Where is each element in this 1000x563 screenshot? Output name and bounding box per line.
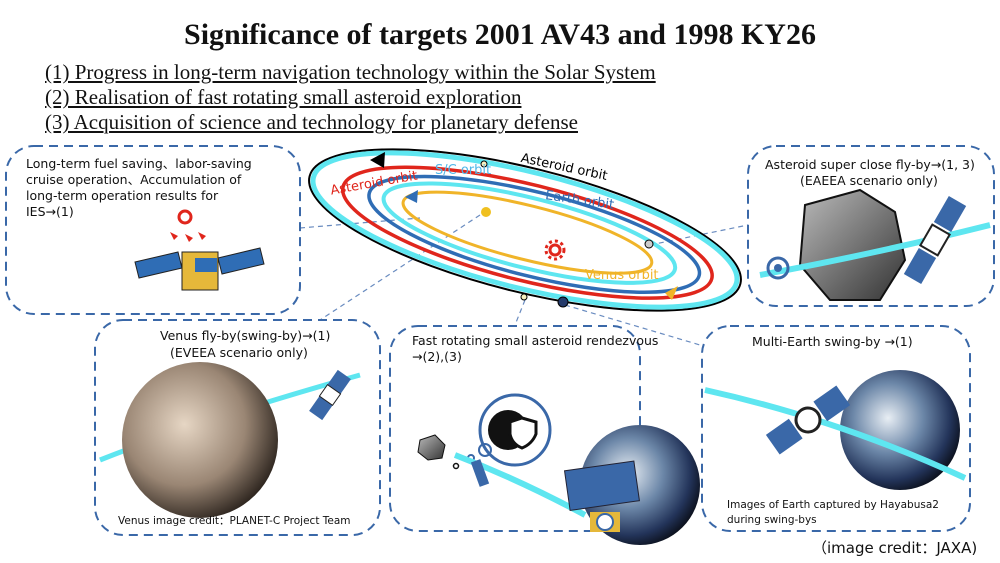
venus-marker bbox=[481, 207, 491, 217]
goal-1: (1) Progress in long-term navigation tec… bbox=[45, 60, 656, 84]
asteroid-marker bbox=[520, 293, 528, 301]
rendezvous-text-1: Fast rotating small asteroid rendezvous bbox=[412, 333, 659, 348]
earth-swingby-box bbox=[701, 325, 971, 532]
venus-image bbox=[122, 362, 278, 518]
earth-marker bbox=[557, 296, 569, 308]
flyby-box bbox=[747, 145, 995, 307]
asteroid-image bbox=[798, 188, 907, 301]
target-icon bbox=[766, 256, 790, 280]
spacecraft-icon bbox=[134, 209, 265, 291]
label-sc-orbit: S/C orbit bbox=[435, 163, 492, 178]
rendezvous-box bbox=[389, 325, 641, 532]
goal-3: (3) Acquisition of science and technolog… bbox=[45, 110, 578, 134]
orbit-diagram bbox=[308, 148, 742, 312]
orbit-arrow-icon bbox=[405, 190, 418, 203]
venus-text-1: Venus fly-by(swing-by)→(1) bbox=[160, 328, 331, 343]
earth-image bbox=[840, 370, 960, 490]
venus-orbit bbox=[401, 190, 654, 275]
slide-title: Significance of targets 2001 AV43 and 19… bbox=[184, 18, 816, 51]
venus-credit: Venus image credit：PLANET-C Project Team bbox=[118, 515, 351, 527]
cruise-text: Long-term fuel saving、labor-saving cruis… bbox=[26, 156, 252, 219]
flyby-text-1: Asteroid super close fly-by→(1, 3) bbox=[765, 157, 975, 172]
spacecraft-icon bbox=[309, 369, 351, 421]
asteroid-marker bbox=[644, 239, 654, 249]
asteroid-orbit-inner bbox=[340, 165, 714, 300]
venus-box bbox=[94, 319, 381, 536]
earth-caption-1: Images of Earth captured by Hayabusa2 bbox=[727, 499, 939, 511]
orbit-arrow-icon bbox=[665, 286, 678, 300]
earth-swingby-text: Multi-Earth swing-by →(1) bbox=[752, 334, 913, 349]
earth-caption-2: during swing-bys bbox=[727, 514, 817, 526]
spacecraft-icon bbox=[903, 196, 967, 284]
label-venus-orbit: Venus orbit bbox=[585, 268, 659, 283]
sun-icon bbox=[544, 239, 566, 261]
spacecraft-panel bbox=[563, 460, 640, 511]
rendezvous-text-2: →(2),(3) bbox=[412, 349, 462, 364]
orbit-arrow-icon bbox=[370, 152, 385, 168]
asteroid-orbit-outer bbox=[308, 148, 742, 312]
asteroid-image bbox=[417, 434, 446, 461]
spacecraft-icon bbox=[765, 385, 851, 455]
goal-2: (2) Realisation of fast rotating small a… bbox=[45, 85, 522, 109]
sc-orbit bbox=[310, 150, 740, 310]
flyby-text-2: (EAEEA scenario only) bbox=[800, 173, 938, 188]
venus-text-2: (EVEEA scenario only) bbox=[170, 345, 308, 360]
image-credit: （image credit：JAXA) bbox=[812, 539, 978, 557]
cruise-box bbox=[5, 145, 301, 315]
earth-orbit bbox=[367, 174, 702, 295]
